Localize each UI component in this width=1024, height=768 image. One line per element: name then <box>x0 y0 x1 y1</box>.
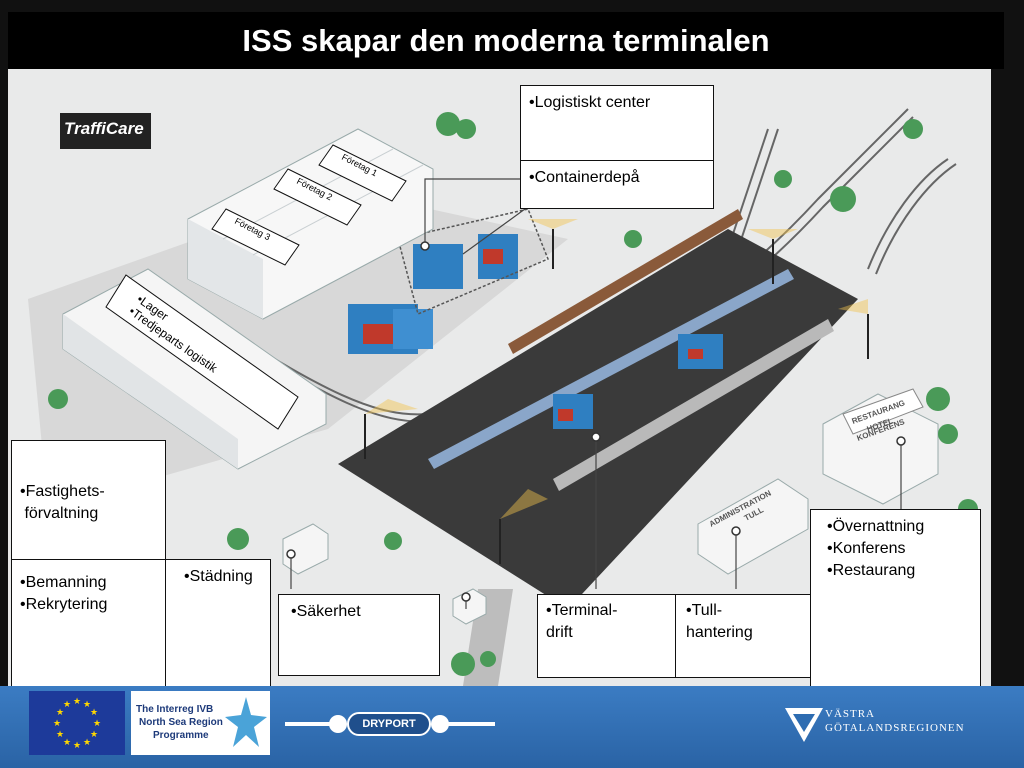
eu-flag-logo: ★★★ ★★★ ★★★ ★★★ <box>29 691 125 755</box>
svg-text:★: ★ <box>90 730 98 740</box>
callout-security: •Säkerhet <box>278 594 440 676</box>
interreg-logo: The Interreg IVB North Sea Region Progra… <box>131 691 270 755</box>
trafficare-logo-text: TraffiCare <box>64 119 144 138</box>
callout-hotel-line2: •Konferens <box>827 540 906 557</box>
terminal-area <box>338 229 858 609</box>
callout-cleaning-text: •Städning <box>184 568 253 585</box>
callout-dots <box>286 241 906 602</box>
vgr-line2: GÖTALANDSREGIONEN <box>825 722 965 734</box>
callout-customs: •Tull- hantering <box>675 594 811 678</box>
svg-text:★: ★ <box>56 708 64 718</box>
starfish-icon <box>225 697 267 747</box>
trains <box>428 209 834 491</box>
svg-text:★: ★ <box>63 700 71 710</box>
light-beams <box>365 219 868 519</box>
callout-cleaning: •Städning <box>165 559 271 687</box>
vgr-logo: VÄSTRA GÖTALANDSREGIONEN <box>783 702 983 746</box>
callout-terminal-line1: •Terminal- <box>546 602 618 619</box>
callout-lines <box>290 178 902 609</box>
callout-staffing-line2: •Rekrytering <box>20 596 108 613</box>
svg-text:★: ★ <box>93 719 101 729</box>
interreg-line1: The Interreg IVB <box>136 704 214 715</box>
callout-hotel-line3: •Restaurang <box>827 562 916 579</box>
callout-logistics: •Logistiskt center <box>520 85 714 161</box>
vgr-line1: VÄSTRA <box>825 708 876 720</box>
dryport-pill: DRYPORT <box>347 712 431 736</box>
svg-text:★: ★ <box>73 697 81 707</box>
callout-property: •Fastighets- förvaltning <box>11 440 166 560</box>
trafficare-logo: TraffiCare <box>60 113 151 149</box>
hotel-building: RESTAURANG HOTEL KONFERENS <box>822 388 939 505</box>
callout-logistics-text: •Logistiskt center <box>529 94 651 111</box>
callout-hotel-line1: •Övernattning <box>827 518 925 535</box>
svg-text:★: ★ <box>90 708 98 718</box>
svg-text:★: ★ <box>53 719 61 729</box>
callout-staffing: •Bemanning •Rekrytering <box>11 559 166 687</box>
guard-house-1 <box>282 523 329 575</box>
dryport-circle-left <box>329 715 347 733</box>
eu-stars-icon: ★★★ ★★★ ★★★ ★★★ <box>53 697 101 751</box>
callout-terminal-line2: drift <box>546 624 573 641</box>
warehouse: •Lager •Tredjeparts logistik <box>62 268 327 470</box>
container-fence <box>397 208 549 316</box>
svg-text:★: ★ <box>73 741 81 751</box>
dryport-circle-right <box>431 715 449 733</box>
callout-customs-line1: •Tull- <box>686 602 723 619</box>
dryport-line-left <box>285 722 333 726</box>
callout-property-line1: •Fastighets- <box>20 483 105 500</box>
callout-customs-line2: hantering <box>686 624 753 641</box>
dryport-line-right <box>447 722 495 726</box>
callout-container-text: •Containerdepå <box>529 169 640 186</box>
svg-text:★: ★ <box>83 700 91 710</box>
svg-text:★: ★ <box>56 730 64 740</box>
callout-staffing-line1: •Bemanning <box>20 574 107 591</box>
svg-text:★: ★ <box>63 738 71 748</box>
dryport-text: DRYPORT <box>362 718 416 730</box>
page-title: ISS skapar den moderna terminalen <box>242 23 770 58</box>
callout-security-text: •Säkerhet <box>291 603 361 620</box>
footer-bar: ★★★ ★★★ ★★★ ★★★ The Interreg IVB North S… <box>0 686 1024 768</box>
vgr-emblem-icon <box>785 708 823 742</box>
interreg-line2: North Sea Region <box>139 717 223 728</box>
dryport-logo: DRYPORT <box>285 708 495 740</box>
interreg-line3: Programme <box>153 730 209 741</box>
callout-terminal: •Terminal- drift <box>537 594 676 678</box>
guard-house-2 <box>452 588 487 625</box>
callout-container: •Containerdepå <box>520 160 714 209</box>
containers <box>348 234 723 429</box>
callout-property-line2: förvaltning <box>20 505 99 522</box>
terminal-illustration: Företag 1 Företag 2 Företag 3 •Lager •Tr… <box>8 69 991 686</box>
light-towers <box>364 229 869 564</box>
callout-hotel: •Övernattning •Konferens •Restaurang <box>810 509 981 687</box>
title-bar: ISS skapar den moderna terminalen <box>8 12 1004 69</box>
svg-text:★: ★ <box>83 738 91 748</box>
